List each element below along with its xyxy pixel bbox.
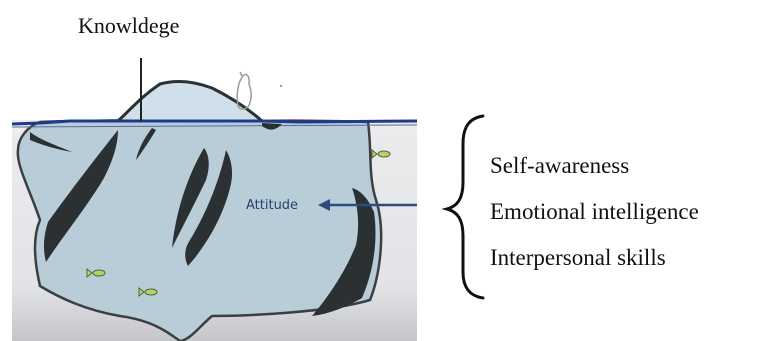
bracket-item-emotional-intelligence: Emotional intelligence [490,199,699,224]
fish-icon-right [371,148,391,160]
crevasse-left-small [136,128,156,160]
attitude-arrow-head [318,199,330,211]
fish-icon-bottom [138,286,158,298]
waterline-shadow [11,124,418,128]
fish-icon-left [86,267,106,279]
curly-brace [441,114,485,300]
waterline [11,119,418,126]
penguin-icon [236,71,252,110]
crevasse-right-edge [312,188,376,316]
sky-speck [280,85,282,87]
crevasse-center-b [185,150,233,266]
crevasse-center-a [172,148,209,248]
crevasse-right-top [262,123,282,130]
iceberg-tip [114,79,266,123]
crevasse-left [44,130,118,262]
crevasse-top-left-edge [30,132,72,152]
bracket-item-self-awareness: Self-awareness [490,153,629,178]
knowledge-label: Knowldege [78,13,179,38]
attitude-label: Attitude [246,198,298,213]
bracket-item-interpersonal-skills: Interpersonal skills [490,245,666,270]
